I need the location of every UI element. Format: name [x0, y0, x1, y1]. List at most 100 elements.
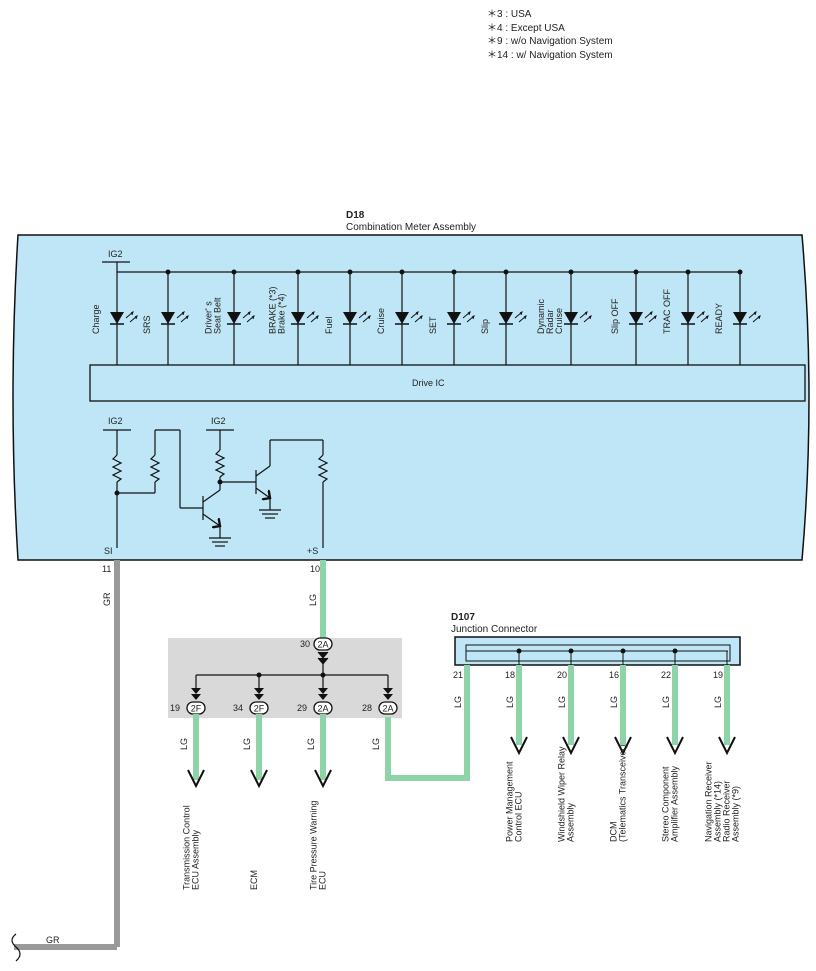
drive-ic-label: Drive IC: [412, 378, 445, 388]
junction-block: [168, 638, 402, 718]
indicator-label: Brake (*4): [277, 293, 287, 334]
wire-color: LG: [453, 696, 463, 708]
indicator-led: Charge: [91, 272, 138, 365]
pin-num: 29: [297, 703, 307, 713]
led-diode-icon: [161, 312, 175, 324]
destination-label: DCM: [609, 822, 619, 843]
meter-code: D18: [346, 210, 365, 221]
indicator-label: Slip: [480, 319, 490, 334]
led-diode-icon: [227, 312, 241, 324]
led-diode-icon: [395, 312, 409, 324]
led-diode-icon: [733, 312, 747, 324]
led-diode-icon: [110, 312, 124, 324]
pin-label-s: +S: [307, 546, 318, 556]
destination-label: ECM: [249, 870, 259, 890]
indicator-label: Dynamic: [536, 298, 546, 334]
pin-num: 34: [233, 703, 243, 713]
wire-color: LG: [505, 696, 515, 708]
destination-label: Radio Receiver: [722, 780, 732, 842]
pin-label-si: SI: [104, 546, 113, 556]
pin-num-si: 11: [102, 564, 111, 574]
destination-label: Tire Pressure Warning: [309, 801, 319, 890]
note-item: ＊9 : w/o Navigation System: [487, 36, 613, 47]
note-item: ＊14 : w/ Navigation System: [487, 49, 613, 61]
destination-label: Stereo Component: [661, 766, 671, 842]
pin-num: 21: [453, 670, 463, 680]
wire-color: LG: [371, 738, 381, 750]
led-diode-icon: [629, 312, 643, 324]
wire-color: LG: [179, 738, 189, 750]
led-diode-icon: [291, 312, 305, 324]
pin-num: 19: [713, 670, 723, 680]
ig2-label-tr: IG2: [211, 416, 226, 426]
indicator-label: Cruise: [376, 308, 386, 334]
conn-label: 2F: [254, 704, 265, 714]
led-diode-icon: [564, 312, 578, 324]
conn-label: 2A: [317, 704, 328, 714]
wire-color: LG: [306, 738, 316, 750]
pin-num: 18: [505, 670, 515, 680]
destination-label: Assembly (*9): [731, 786, 741, 842]
destination-label: (Telematics Transceiver): [618, 744, 628, 842]
conn-label: 2F: [191, 704, 202, 714]
conn-label-in: 2A: [317, 640, 328, 650]
pin-num: 20: [557, 670, 567, 680]
pin-num-s: 10: [310, 564, 320, 574]
indicator-led: SET: [428, 269, 475, 365]
indicator-label: Cruise: [554, 308, 564, 334]
notes-legend: ＊3 : USA ＊4 : Except USA ＊9 : w/o Naviga…: [487, 8, 613, 62]
indicator-label: Seat Belt: [213, 297, 223, 334]
wire-lg-link: [385, 665, 470, 781]
indicator-label: READY: [714, 303, 724, 334]
wire-color: LG: [661, 696, 671, 708]
ig2-label-si: IG2: [108, 416, 123, 426]
indicator-label: Driver' s: [204, 301, 214, 334]
wire-color-gr: GR: [102, 592, 112, 606]
note-item: ＊3 : USA: [487, 9, 532, 20]
destination-label: Amplifier Assembly: [670, 765, 680, 842]
wire-color: LG: [242, 738, 252, 750]
indicator-led: Slip OFF: [610, 269, 657, 365]
pin-num: 28: [362, 703, 372, 713]
wire-break-symbol: [11, 933, 21, 962]
sensor-circuit: [103, 429, 329, 548]
indicator-label: Slip OFF: [610, 298, 620, 334]
indicator-led: Cruise: [376, 269, 423, 365]
led-diode-icon: [343, 312, 357, 324]
wire-color: LG: [609, 696, 619, 708]
led-diode-icon: [681, 312, 695, 324]
wire-color-gr-bottom: GR: [46, 935, 60, 945]
meter-name: Combination Meter Assembly: [346, 222, 476, 233]
pin-num-in: 30: [300, 639, 310, 649]
indicator-led: TRAC OFF: [662, 269, 709, 365]
indicator-label: Fuel: [324, 316, 334, 334]
destination-label: Navigation Receiver: [704, 761, 714, 842]
indicator-led: READY: [714, 269, 761, 365]
wire-color: LG: [713, 696, 723, 708]
indicator-led: BRAKE (*3)Brake (*4): [268, 269, 319, 365]
wire-color-lg-s: LG: [308, 594, 318, 606]
destination-label: Assembly (*14): [713, 781, 723, 842]
indicator-label: TRAC OFF: [662, 289, 672, 334]
destination-label: ECU: [318, 871, 328, 890]
pin-num: 22: [661, 670, 671, 680]
indicator-led: Slip: [480, 269, 527, 365]
pin-num: 19: [170, 703, 180, 713]
indicator-label: Charge: [91, 304, 101, 334]
destination-label: Transmission Control: [182, 805, 192, 890]
conn-label: 2A: [382, 704, 393, 714]
